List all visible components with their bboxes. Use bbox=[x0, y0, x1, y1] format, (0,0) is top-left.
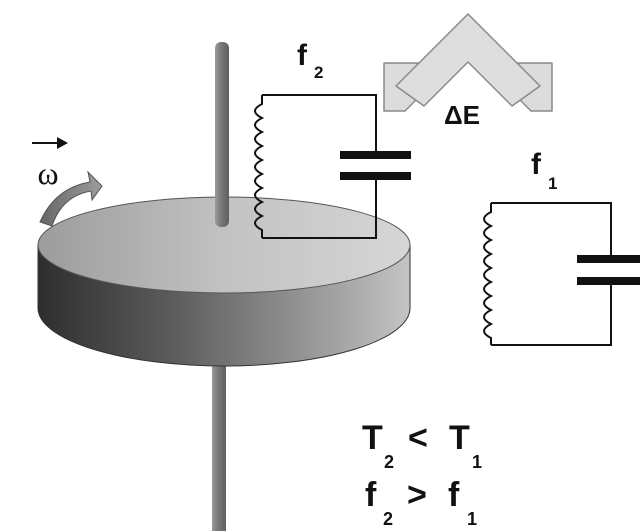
svg-text:1: 1 bbox=[467, 509, 477, 529]
svg-text:f: f bbox=[531, 148, 542, 181]
svg-text:T: T bbox=[362, 419, 383, 457]
svg-text:ω: ω bbox=[37, 155, 58, 191]
svg-text:2: 2 bbox=[383, 509, 393, 529]
capacitor-plate-f1-bottom bbox=[577, 277, 640, 285]
svg-text:f: f bbox=[365, 476, 377, 514]
rotation-arrow-icon bbox=[39, 170, 103, 227]
svg-text:2: 2 bbox=[384, 452, 394, 472]
delta-e-label: ΔE bbox=[444, 100, 480, 130]
svg-text:2: 2 bbox=[314, 63, 323, 82]
relation-frequency: f 2 > f 1 bbox=[365, 476, 477, 529]
capacitor-plate-f1-top bbox=[577, 255, 640, 263]
shaft-lower bbox=[212, 362, 226, 531]
svg-text:>: > bbox=[407, 476, 427, 514]
svg-text:1: 1 bbox=[472, 452, 482, 472]
f2-label: f 2 bbox=[297, 39, 323, 82]
svg-text:<: < bbox=[408, 419, 428, 457]
svg-text:T: T bbox=[449, 419, 470, 457]
energy-transfer-arrow-icon-core bbox=[395, 13, 541, 107]
svg-text:f: f bbox=[297, 39, 308, 72]
lc-circuit-f2 bbox=[254, 94, 377, 239]
lc-circuit-f1 bbox=[483, 202, 612, 346]
capacitor-plate-f2-top bbox=[340, 151, 411, 159]
svg-text:f: f bbox=[448, 476, 460, 514]
svg-text:1: 1 bbox=[548, 174, 557, 193]
omega-label: ω bbox=[32, 137, 68, 191]
relation-temperature: T 2 < T 1 bbox=[362, 419, 482, 472]
shaft-upper bbox=[215, 42, 229, 227]
f1-label: f 1 bbox=[531, 148, 557, 193]
capacitor-plate-f2-bottom bbox=[340, 172, 411, 180]
